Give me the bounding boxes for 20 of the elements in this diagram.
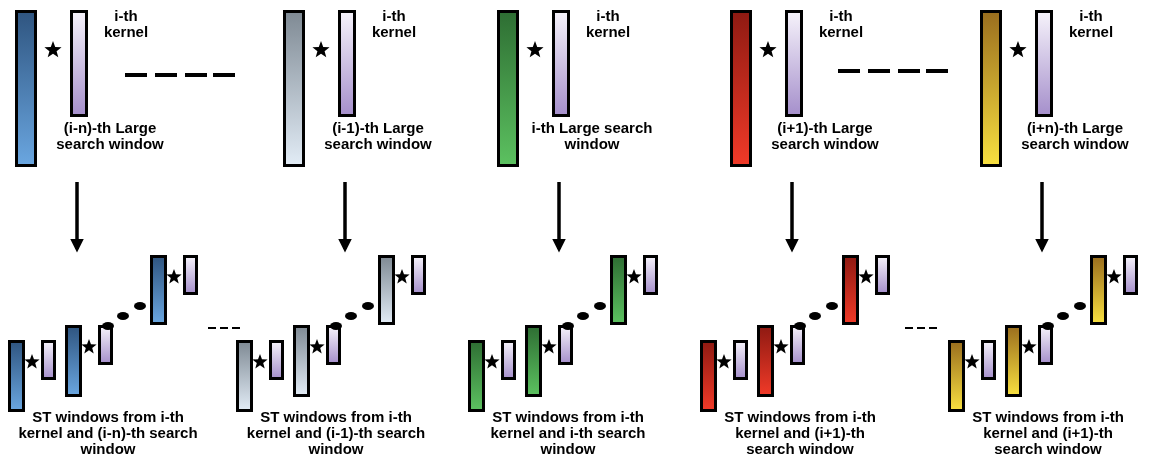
search-window-label: i-th Large search window bbox=[530, 120, 654, 152]
arrow bbox=[1035, 182, 1049, 253]
kernel-label: i-th kernel bbox=[584, 8, 632, 40]
arrow bbox=[338, 182, 352, 253]
arrow bbox=[70, 182, 84, 253]
search-window-label: (i+1)-th Large search window bbox=[770, 120, 880, 152]
kernel-label: i-th kernel bbox=[102, 8, 150, 40]
kernel-label: i-th kernel bbox=[1067, 8, 1115, 40]
caption-text: ST windows from i-th kernel and (i-n)-th search window bbox=[18, 409, 198, 457]
search-window-label: (i-1)-th Large search window bbox=[323, 120, 433, 152]
kernel-label: i-th kernel bbox=[817, 8, 865, 40]
search-window-label: (i-n)-th Large search window bbox=[55, 120, 165, 152]
arrow bbox=[785, 182, 799, 253]
caption-text: ST windows from i-th kernel and (i-1)-th search window bbox=[246, 409, 426, 457]
search-window-label: (i+n)-th Large search window bbox=[1020, 120, 1130, 152]
caption-text: ST windows from i-th kernel and (i+1)-th search window bbox=[723, 409, 877, 457]
arrow bbox=[552, 182, 566, 253]
caption-text: ST windows from i-th kernel and i-th search window bbox=[489, 409, 647, 457]
caption-text: ST windows from i-th kernel and (i+1)-th search window bbox=[971, 409, 1125, 457]
kernel-label: i-th kernel bbox=[370, 8, 418, 40]
